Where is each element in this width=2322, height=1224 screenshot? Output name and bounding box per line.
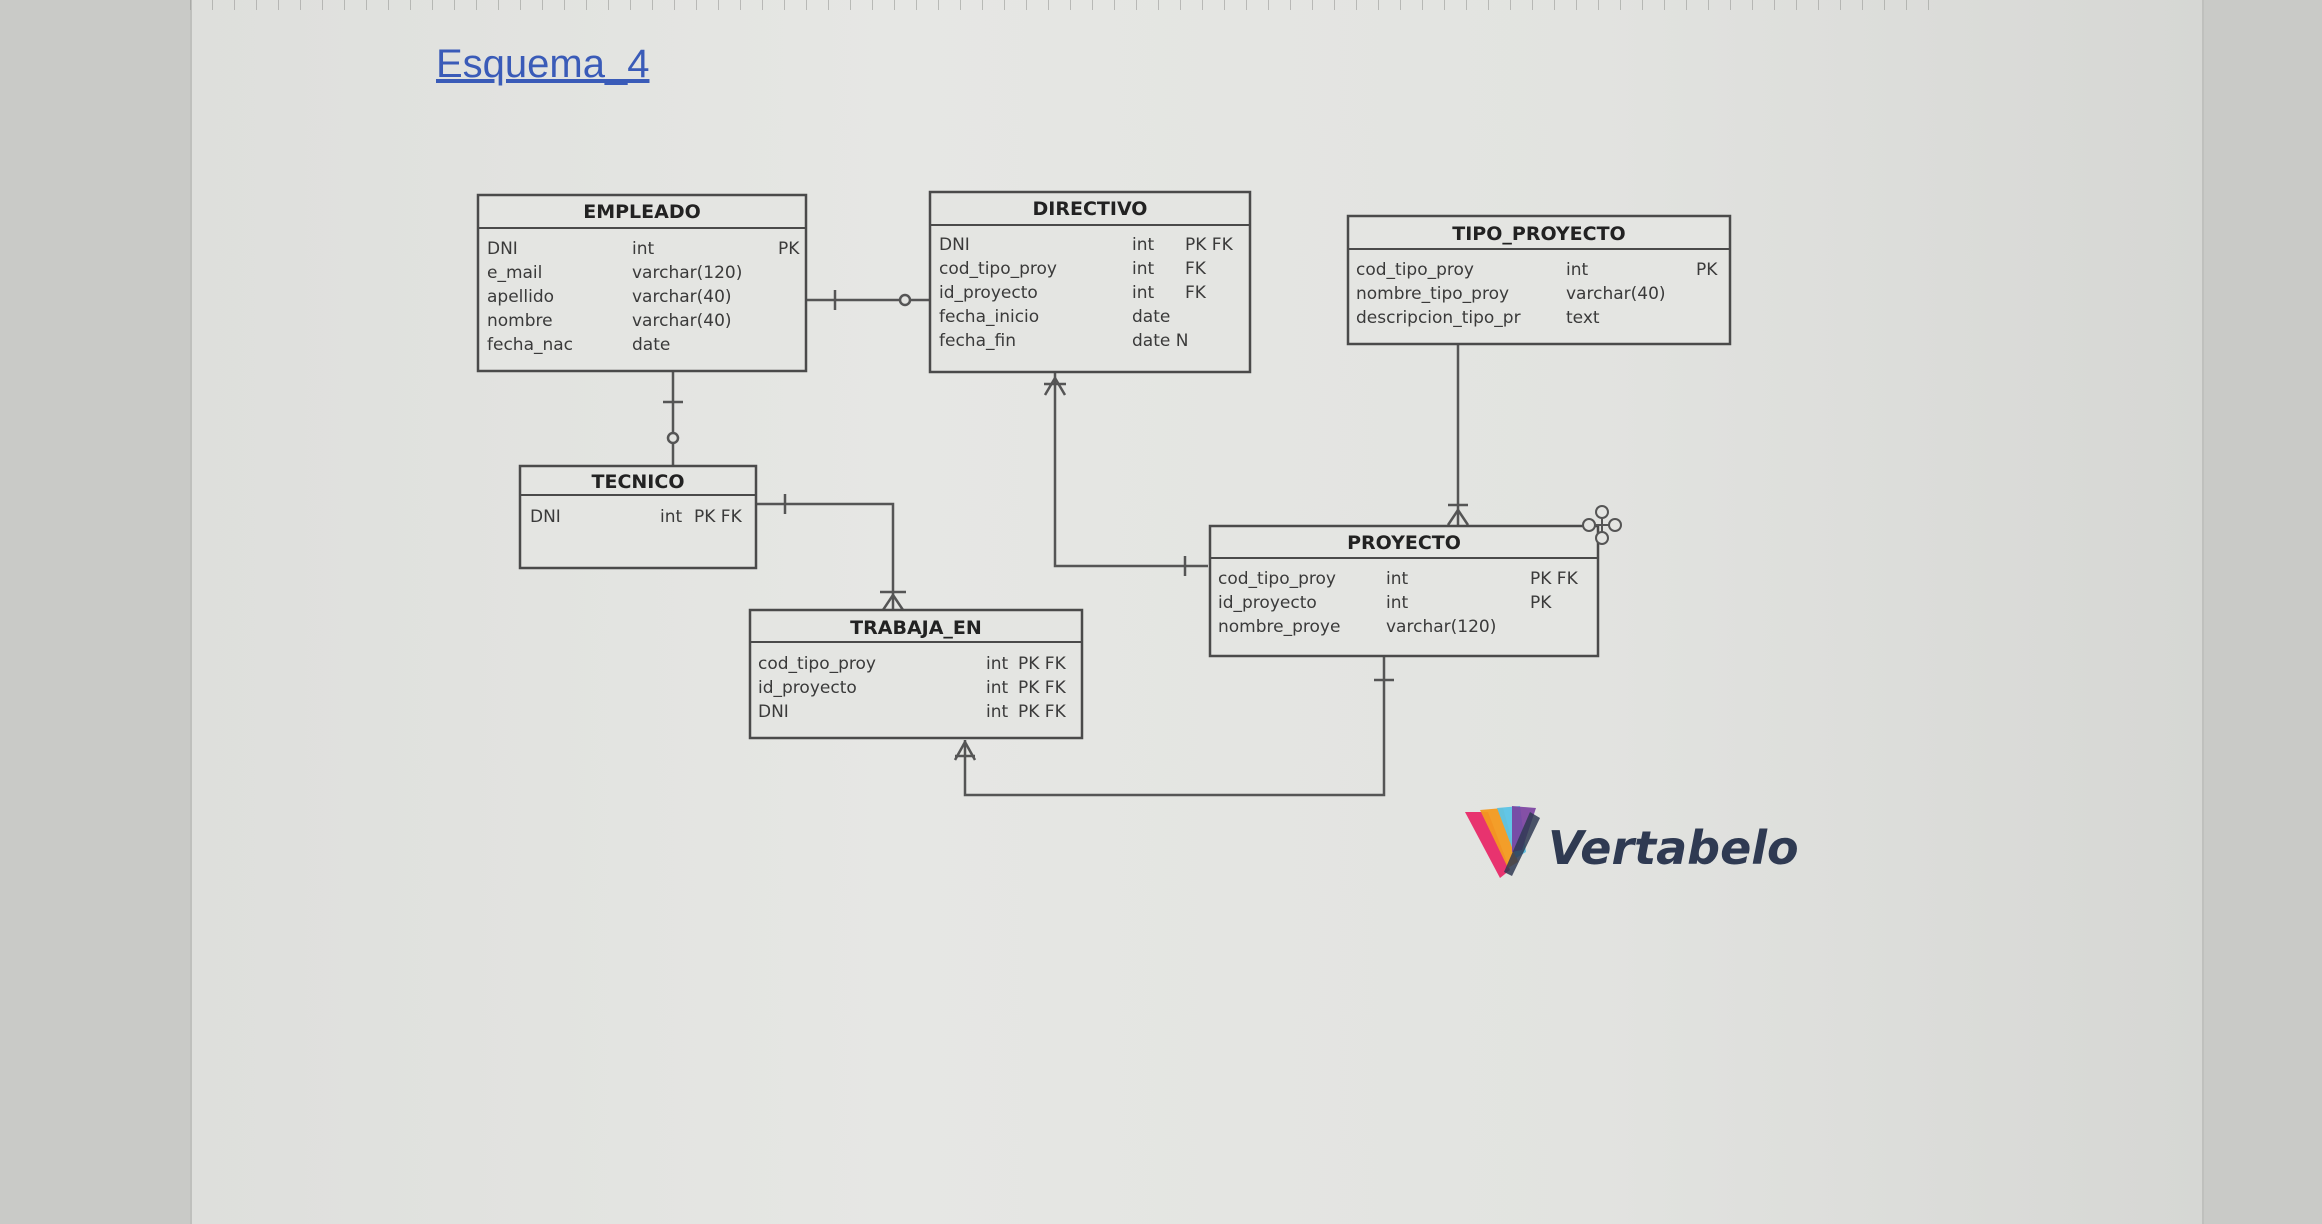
column-key: PK FK <box>1018 678 1067 698</box>
ruler <box>190 0 1950 10</box>
rel-tecnico-trabaja-en <box>755 502 895 610</box>
column-key: FK <box>1185 283 1207 303</box>
column-name: nombre_tipo_proy <box>1356 284 1509 304</box>
column-key: PK FK <box>1018 702 1067 722</box>
column-type: int <box>660 507 682 527</box>
column-key: PK <box>1696 260 1718 280</box>
column-name: apellido <box>487 287 554 307</box>
column-name: DNI <box>487 239 518 259</box>
move-handle-icon[interactable] <box>1582 505 1622 545</box>
column-name: id_proyecto <box>939 283 1038 303</box>
column-name: id_proyecto <box>758 678 857 698</box>
column-key: PK FK <box>1018 654 1067 674</box>
column-key: PK FK <box>694 507 743 527</box>
column-key: PK FK <box>1530 569 1579 589</box>
column-name: nombre <box>487 311 553 331</box>
vertabelo-mark-icon <box>1465 806 1540 878</box>
column-key: PK FK <box>1185 235 1234 255</box>
column-name: descripcion_tipo_pr <box>1356 308 1521 328</box>
column-name: cod_tipo_proy <box>939 259 1057 279</box>
column-key: PK <box>778 239 800 259</box>
column-type: text <box>1566 308 1600 328</box>
column-type: int <box>1566 260 1588 280</box>
column-name: DNI <box>939 235 970 255</box>
column-type: date <box>1132 307 1170 327</box>
entity-tecnico[interactable]: TECNICO DNI int PK FK <box>518 464 758 570</box>
entity-proyecto[interactable]: PROYECTO cod_tipo_proy int PK FK id_proy… <box>1208 524 1600 658</box>
column-name: cod_tipo_proy <box>758 654 876 674</box>
brand-name: Vertabelo <box>1548 821 1799 875</box>
entity-title: TIPO_PROYECTO <box>1452 223 1625 245</box>
column-type: int <box>1132 283 1154 303</box>
rel-directivo-proyecto <box>1053 372 1208 568</box>
column-type: date N <box>1132 331 1188 351</box>
column-type: int <box>986 678 1008 698</box>
entity-title: EMPLEADO <box>583 201 701 223</box>
column-type: int <box>986 702 1008 722</box>
column-type: int <box>632 239 654 259</box>
column-type: varchar(120) <box>1386 617 1496 637</box>
entity-title: TECNICO <box>592 471 685 493</box>
column-key: FK <box>1185 259 1207 279</box>
column-name: DNI <box>758 702 789 722</box>
column-type: int <box>986 654 1008 674</box>
column-name: cod_tipo_proy <box>1356 260 1474 280</box>
relationship-lines <box>663 290 1470 797</box>
column-name: cod_tipo_proy <box>1218 569 1336 589</box>
column-name: e_mail <box>487 263 542 283</box>
column-type: varchar(120) <box>632 263 742 283</box>
column-name: fecha_inicio <box>939 307 1039 327</box>
entity-title: PROYECTO <box>1347 532 1461 554</box>
column-type: varchar(40) <box>1566 284 1666 304</box>
column-type: int <box>1386 569 1408 589</box>
column-type: int <box>1132 259 1154 279</box>
column-name: fecha_nac <box>487 335 573 355</box>
vertabelo-logo: Vertabelo <box>1465 806 1799 878</box>
schema-title-link[interactable]: Esquema_4 <box>436 42 650 86</box>
entity-title: TRABAJA_EN <box>850 617 982 639</box>
column-type: date <box>632 335 670 355</box>
entity-tipo-proyecto[interactable]: TIPO_PROYECTO cod_tipo_proy int PK nombr… <box>1346 214 1732 346</box>
column-key: PK <box>1530 593 1552 613</box>
column-type: varchar(40) <box>632 311 732 331</box>
column-name: id_proyecto <box>1218 593 1317 613</box>
column-type: int <box>1386 593 1408 613</box>
column-name: DNI <box>530 507 561 527</box>
entity-title: DIRECTIVO <box>1033 198 1148 220</box>
column-type: int <box>1132 235 1154 255</box>
rel-proyecto-trabaja-en <box>963 656 1386 797</box>
entity-trabaja-en[interactable]: TRABAJA_EN cod_tipo_proy int PK FK id_pr… <box>748 608 1084 740</box>
entity-empleado[interactable]: EMPLEADO DNI int PK e_mail varchar(120) … <box>476 193 808 373</box>
entity-directivo[interactable]: DIRECTIVO DNI int PK FK cod_tipo_proy in… <box>928 190 1252 374</box>
column-type: varchar(40) <box>632 287 732 307</box>
column-name: nombre_proye <box>1218 617 1340 637</box>
column-name: fecha_fin <box>939 331 1016 351</box>
